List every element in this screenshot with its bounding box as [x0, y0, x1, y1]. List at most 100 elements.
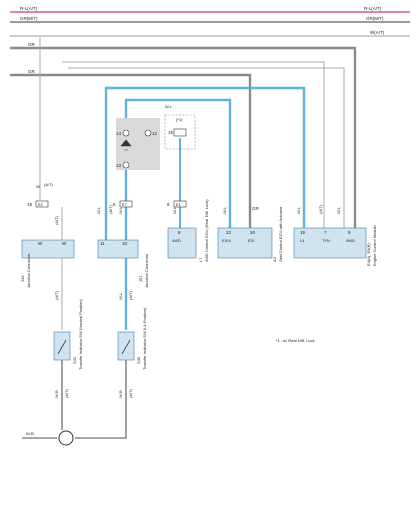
w-l-4wd-label: W-L — [172, 206, 177, 214]
power-label-r-l-right: R-L(A/T) — [364, 6, 382, 11]
w-l-mid-label: W-L — [222, 206, 227, 214]
ground-point — [58, 430, 74, 446]
switch-s41-box — [53, 331, 71, 361]
ground-wiring: W-B W-B (A/T) (A/T) W-B — [22, 360, 133, 446]
gr-ecu-label: GR — [252, 206, 260, 211]
connector-e1-pin: 8 — [167, 202, 170, 207]
w-l-sw-label: W-L — [118, 292, 123, 300]
relay-connector-15 — [173, 128, 187, 137]
ecu-ecm-term-2: TFN — [322, 238, 330, 243]
at-label-6: (A/T) — [54, 215, 59, 225]
w-wire-a — [62, 61, 325, 228]
switch-s41: S41 Transfer Indicator SW (Neutral Posit… — [53, 299, 83, 370]
ecu-l7-code: L7 — [198, 257, 203, 262]
power-bus: R-L(A/T) GR(M/T) R-L(A/T) GR(M/T) W(A/T) — [10, 6, 410, 37]
ecu-l7-box — [167, 227, 197, 259]
ecu-a4-name: Skid Control ECU with Actuator — [278, 206, 283, 262]
at-label-5: (A/T) — [54, 290, 59, 300]
ecu-l7: 8 4WD L7 4WD Control ECU (Rear Diff. Loc… — [167, 199, 209, 262]
ecu-ecm-code: E4(A), E9(B) — [366, 243, 371, 266]
ecu-ecm-term-3: 4WD — [346, 238, 355, 243]
switch-s40: S40 Transfer Indicator SW (L4 Position) — [117, 307, 147, 370]
ecu-ecm-box — [293, 227, 367, 259]
connector-e2-pin: 18 — [27, 202, 33, 207]
relay-diode — [120, 139, 132, 151]
ecu-ecm-name: Engine Control Module — [372, 225, 377, 266]
at-label-8: (A/T) — [128, 388, 133, 398]
inline-connectors: 18 E2 8 E7 8 E1 — [27, 200, 187, 208]
at-label-4: (A/T) — [128, 290, 133, 300]
ecu-ecm-pin-9: 9 — [348, 230, 351, 235]
ecu-a4-pin-22: 22 — [226, 230, 232, 235]
w-l-mid2-label: W-L — [118, 206, 123, 214]
w-b-wire-right — [75, 360, 127, 439]
connector-e2 — [35, 200, 49, 208]
ecu-l7-name: 4WD Control ECU (Rear Diff. Lock) — [204, 199, 209, 262]
ecu-w-l-label: W-L — [336, 206, 341, 214]
junction-j49-box — [21, 239, 75, 259]
power-label-gr-right: GR(M/T) — [366, 16, 384, 21]
connector-e1-box: E1 — [176, 202, 182, 207]
at-label-1: (A/T) — [44, 182, 54, 187]
relay-pin-12 — [144, 129, 152, 137]
ecu-a4-term-2: EXI — [248, 238, 254, 243]
relay-pin-label-13: 13 — [116, 163, 122, 168]
ecu-ecm: 19 7 9 L4 TFN 4WD E4(A), E9(B) Engine Co… — [293, 225, 377, 266]
switch-s40-contact — [121, 339, 131, 355]
relay-pin-14 — [122, 129, 130, 137]
ecu-l7-term: 4WD — [172, 238, 181, 243]
ecu-ecm-pin-19: 19 — [300, 230, 306, 235]
connector-e7 — [119, 200, 133, 208]
at-label-2: (A/T) — [108, 204, 113, 214]
w-l-top-label: W-L — [165, 104, 173, 109]
ecu-a4-pin-20: 20 — [250, 230, 256, 235]
ecu-a4-box — [217, 227, 273, 259]
junction-j49: W W J49 Junction Connector — [20, 239, 75, 288]
connector-e7-box: E7 — [122, 202, 128, 207]
ecu-ecm-pin-7: 7 — [324, 230, 327, 235]
ecu-a4-code: A4 — [272, 256, 277, 262]
relay-pin-13 — [122, 161, 130, 169]
relay-pin-label-15: 15 — [168, 130, 174, 135]
switch-s41-code: S41 — [72, 356, 77, 364]
relay-box: (*1) 14 12 13 15 — [116, 114, 196, 170]
ecu-l7-pin: 8 — [178, 230, 181, 235]
at-label-7: (A/T) — [64, 388, 69, 398]
switch-s41-name: Transfer Indicator SW (Neutral Position) — [78, 299, 83, 370]
w-b-right-label: W-B — [118, 390, 123, 398]
gr-label-2: GR — [28, 69, 36, 74]
w-b-left-label: W-B — [54, 390, 59, 398]
junction-j51-pin-11: 11 — [100, 241, 105, 246]
switch-s40-box — [117, 331, 135, 361]
switch-s40-code: S40 — [136, 356, 141, 364]
connector-e2-box: E2 — [38, 202, 44, 207]
power-label-w-right: W(A/T) — [370, 30, 385, 35]
ecu-a4-term-1: EXI4 — [222, 238, 231, 243]
w-b-bottom-label: W-B — [26, 431, 34, 436]
w-l-wire-main — [104, 86, 306, 240]
junction-j51-code: J51 — [138, 275, 143, 282]
junction-j51-name: Junction Connector — [144, 253, 149, 288]
power-label-gr-left: GR(M/T) — [20, 16, 38, 21]
power-label-r-l-left: R-L(A/T) — [20, 6, 38, 11]
w-at-wires: W (A/T) — [36, 37, 345, 228]
switch-s40-name: Transfer Indicator SW (L4 Position) — [142, 307, 147, 370]
w-l-left-label: W-L — [96, 206, 101, 214]
relay-pin-label-14: 14 — [116, 131, 122, 136]
junction-j51: 11 10 J51 Junction Connector — [97, 239, 149, 288]
gr-label-1: GR — [28, 42, 36, 47]
relay-pin-label-12: 12 — [152, 131, 158, 136]
junction-j49-name: Junction Connector — [26, 253, 31, 288]
footnote: *1 : w/ Rear Diff. Lock — [276, 338, 315, 343]
ecu-ecm-term-1: L4 — [300, 238, 305, 243]
connector-e1 — [173, 200, 187, 208]
w-at-label: W — [36, 184, 40, 189]
plus1-label: (*1) — [176, 117, 183, 122]
connector-e7-pin: 8 — [113, 202, 116, 207]
gr-wires: GR GR GR — [10, 42, 357, 228]
switch-s41-contact — [57, 339, 67, 355]
at-label-3: (A/T) — [318, 204, 323, 214]
gr-wire-outer — [10, 46, 357, 228]
w-l-right-label: W-L — [296, 206, 301, 214]
junction-j51-box — [97, 239, 139, 259]
